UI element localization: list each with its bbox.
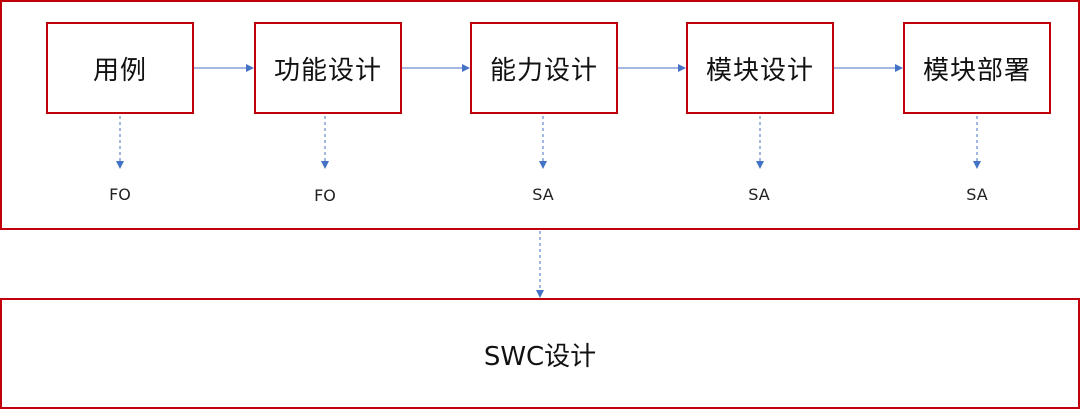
swc-design-label: SWC设计	[483, 342, 597, 372]
step-capability-design-box: 能力设计	[470, 22, 618, 114]
step-use-case-box: 用例	[46, 22, 194, 114]
swc-stage-frame	[0, 298, 1080, 409]
step-use-case-label: 用例	[92, 55, 147, 86]
output-function-design-label: FO	[314, 186, 336, 205]
output-module-deployment-label: SA	[966, 185, 988, 204]
step-module-design-box: 模块设计	[686, 22, 834, 114]
step-function-design-label: 功能设计	[273, 55, 382, 86]
step-module-deployment-label: 模块部署	[922, 55, 1031, 86]
step-function-design-box: 功能设计	[254, 22, 402, 114]
output-capability-design-label: SA	[532, 185, 554, 204]
output-module-design-label: SA	[748, 185, 770, 204]
step-capability-design-label: 能力设计	[489, 55, 598, 86]
process-stage-frame	[0, 0, 1080, 230]
step-module-design-label: 模块设计	[705, 55, 814, 86]
output-use-case-label: FO	[109, 185, 131, 204]
step-module-deployment-box: 模块部署	[903, 22, 1051, 114]
